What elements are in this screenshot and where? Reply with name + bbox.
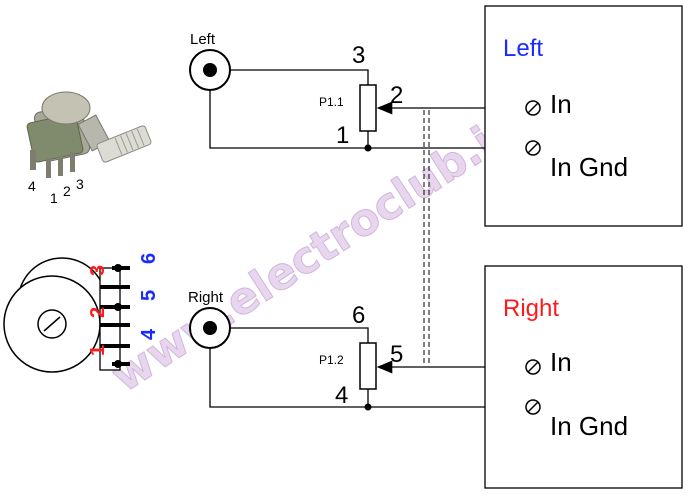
left-jack-icon bbox=[189, 49, 231, 91]
left-in-terminal-icon bbox=[525, 100, 541, 116]
left-input-box: Left In In Gnd bbox=[484, 5, 683, 227]
photo-pin-1: 1 bbox=[50, 190, 58, 206]
pot-p1-2-pin-wiper: 5 bbox=[390, 341, 403, 368]
footprint-pin-3: 3 bbox=[87, 265, 109, 276]
right-input-box: Right In In Gnd bbox=[484, 265, 683, 489]
pot-p1-1-resistor bbox=[359, 84, 377, 132]
pot-p1-1-pin-wiper: 2 bbox=[390, 82, 403, 109]
ganged-shaft-link bbox=[423, 110, 430, 365]
right-box-title: Right bbox=[503, 295, 559, 322]
left-in-gnd-label: In Gnd bbox=[550, 152, 628, 182]
potentiometer-photo bbox=[26, 91, 152, 178]
right-gnd-terminal-icon bbox=[525, 399, 541, 415]
right-channel-circuit: Right P1.2 6 5 4 bbox=[188, 289, 528, 411]
pot-p1-2-pin-bottom: 4 bbox=[335, 382, 348, 409]
right-jack-label: Right bbox=[188, 289, 224, 306]
pot-p1-1-pin-bottom: 1 bbox=[336, 122, 349, 149]
pot-p1-2-pin-top: 6 bbox=[352, 302, 365, 329]
left-gnd-terminal-icon bbox=[525, 140, 541, 156]
left-jack-label: Left bbox=[190, 31, 216, 48]
left-box-title: Left bbox=[503, 35, 543, 62]
footprint-pin-4: 4 bbox=[138, 328, 160, 340]
photo-pin-3: 3 bbox=[76, 176, 84, 192]
footprint-pin-1: 1 bbox=[87, 345, 109, 356]
right-in-gnd-label: In Gnd bbox=[550, 411, 628, 441]
pot-p1-1-pin-top: 3 bbox=[352, 42, 365, 69]
right-in-label: In bbox=[550, 347, 572, 377]
right-in-terminal-icon bbox=[525, 359, 541, 375]
photo-pin-4: 4 bbox=[28, 178, 36, 194]
footprint-pin-6: 6 bbox=[138, 253, 160, 264]
left-in-label: In bbox=[550, 89, 572, 119]
left-channel-circuit: Left P1.1 3 2 1 bbox=[189, 31, 528, 152]
photo-pin-2: 2 bbox=[63, 183, 71, 199]
footprint-pin-2: 2 bbox=[87, 307, 109, 318]
footprint-pin-5: 5 bbox=[138, 290, 160, 301]
pot-p1-2-name: P1.2 bbox=[319, 353, 344, 367]
right-jack-icon bbox=[189, 307, 231, 349]
pot-p1-1-name: P1.1 bbox=[319, 95, 344, 109]
pot-p1-2-resistor bbox=[359, 342, 377, 390]
potentiometer-footprint bbox=[3, 257, 130, 373]
